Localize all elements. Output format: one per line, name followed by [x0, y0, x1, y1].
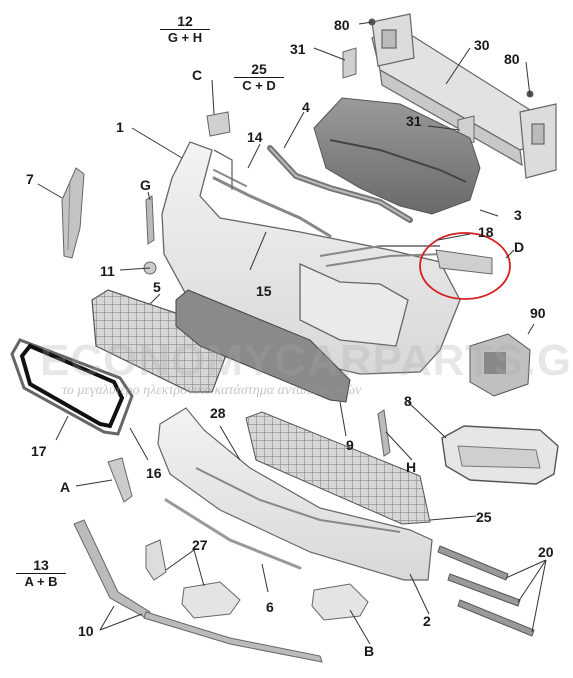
callout-17: 17 — [31, 443, 47, 459]
callout-9: 9 — [346, 437, 354, 453]
highlight-circle — [419, 232, 511, 300]
callout-31-mid: 31 — [406, 113, 422, 129]
upper-grille-trim — [267, 145, 413, 223]
callout-5: 5 — [153, 279, 161, 295]
lower-spoiler-left — [73, 519, 151, 619]
chrome-strip-20-c — [457, 599, 535, 637]
grille-frame-inner — [19, 343, 125, 429]
bracket-d — [435, 249, 493, 275]
group-label-12: 12 G + H — [160, 13, 210, 46]
callout-h: H — [406, 459, 417, 475]
group-formula-13: A + B — [16, 573, 66, 589]
chrome-strip-20-a — [437, 545, 509, 581]
callout-1: 1 — [116, 119, 124, 135]
grille-frame-outer — [10, 338, 134, 436]
leader-lines — [37, 21, 547, 645]
lower-grille — [91, 289, 229, 393]
callout-10: 10 — [78, 623, 94, 639]
fog-lamp-bezel-cover — [181, 581, 241, 619]
callout-16: 16 — [146, 465, 162, 481]
lower-air-intake-grille — [245, 411, 431, 525]
callout-15: 15 — [256, 283, 272, 299]
callout-30: 30 — [474, 37, 490, 53]
callout-18: 18 — [478, 224, 494, 240]
bracket-g — [145, 195, 155, 245]
callout-7: 7 — [26, 171, 34, 187]
group-number-25: 25 — [251, 61, 267, 77]
lower-chrome-strip-6 — [164, 498, 302, 570]
callout-90: 90 — [530, 305, 546, 321]
group-formula-25: C + D — [234, 77, 284, 93]
bracket-h — [377, 409, 391, 457]
fog-lamp-bezel-left — [145, 539, 167, 581]
sensor-module — [469, 333, 531, 397]
callout-20: 20 — [538, 544, 554, 560]
side-trim-left — [61, 167, 85, 259]
callout-27: 27 — [192, 537, 208, 553]
lower-absorber — [175, 289, 351, 403]
group-number-12: 12 — [177, 13, 193, 29]
bezel-b — [311, 583, 369, 621]
group-label-13: 13 A + B — [16, 557, 66, 590]
lower-spoiler-strip — [143, 611, 323, 663]
callout-11: 11 — [100, 263, 115, 279]
callout-6: 6 — [266, 599, 274, 615]
callout-2: 2 — [423, 613, 431, 629]
fog-lamp — [441, 425, 559, 485]
callout-a: A — [60, 479, 71, 495]
callout-8: 8 — [404, 393, 412, 409]
trim-a — [107, 457, 133, 503]
bumper-reinforcement-beam — [371, 13, 557, 179]
chrome-strip-20-b — [447, 573, 521, 607]
callout-80-top: 80 — [334, 17, 350, 33]
callout-28: 28 — [210, 405, 226, 421]
group-label-25: 25 C + D — [234, 61, 284, 94]
callout-4: 4 — [302, 99, 310, 115]
callout-3: 3 — [514, 207, 522, 223]
watermark-tagline: το μεγαλύτερο ηλεκτρονικό κατάστημα αντα… — [62, 383, 362, 398]
group-number-13: 13 — [33, 557, 49, 573]
callout-31-top: 31 — [290, 41, 306, 57]
callout-14: 14 — [247, 129, 263, 145]
lower-bumper-section — [157, 407, 433, 581]
callout-d: D — [514, 239, 525, 255]
callout-c: C — [192, 67, 203, 83]
group-formula-12: G + H — [160, 29, 210, 45]
upper-chrome-moulding — [319, 245, 445, 267]
bracket-c — [206, 111, 231, 137]
callout-25: 25 — [476, 509, 492, 525]
callout-g: G — [140, 177, 151, 193]
watermark-brand: ECONOMYCARPARTS.GR — [40, 336, 573, 385]
callout-80-right: 80 — [504, 51, 520, 67]
callout-b: B — [364, 643, 375, 659]
bracket-31-top — [342, 47, 357, 79]
